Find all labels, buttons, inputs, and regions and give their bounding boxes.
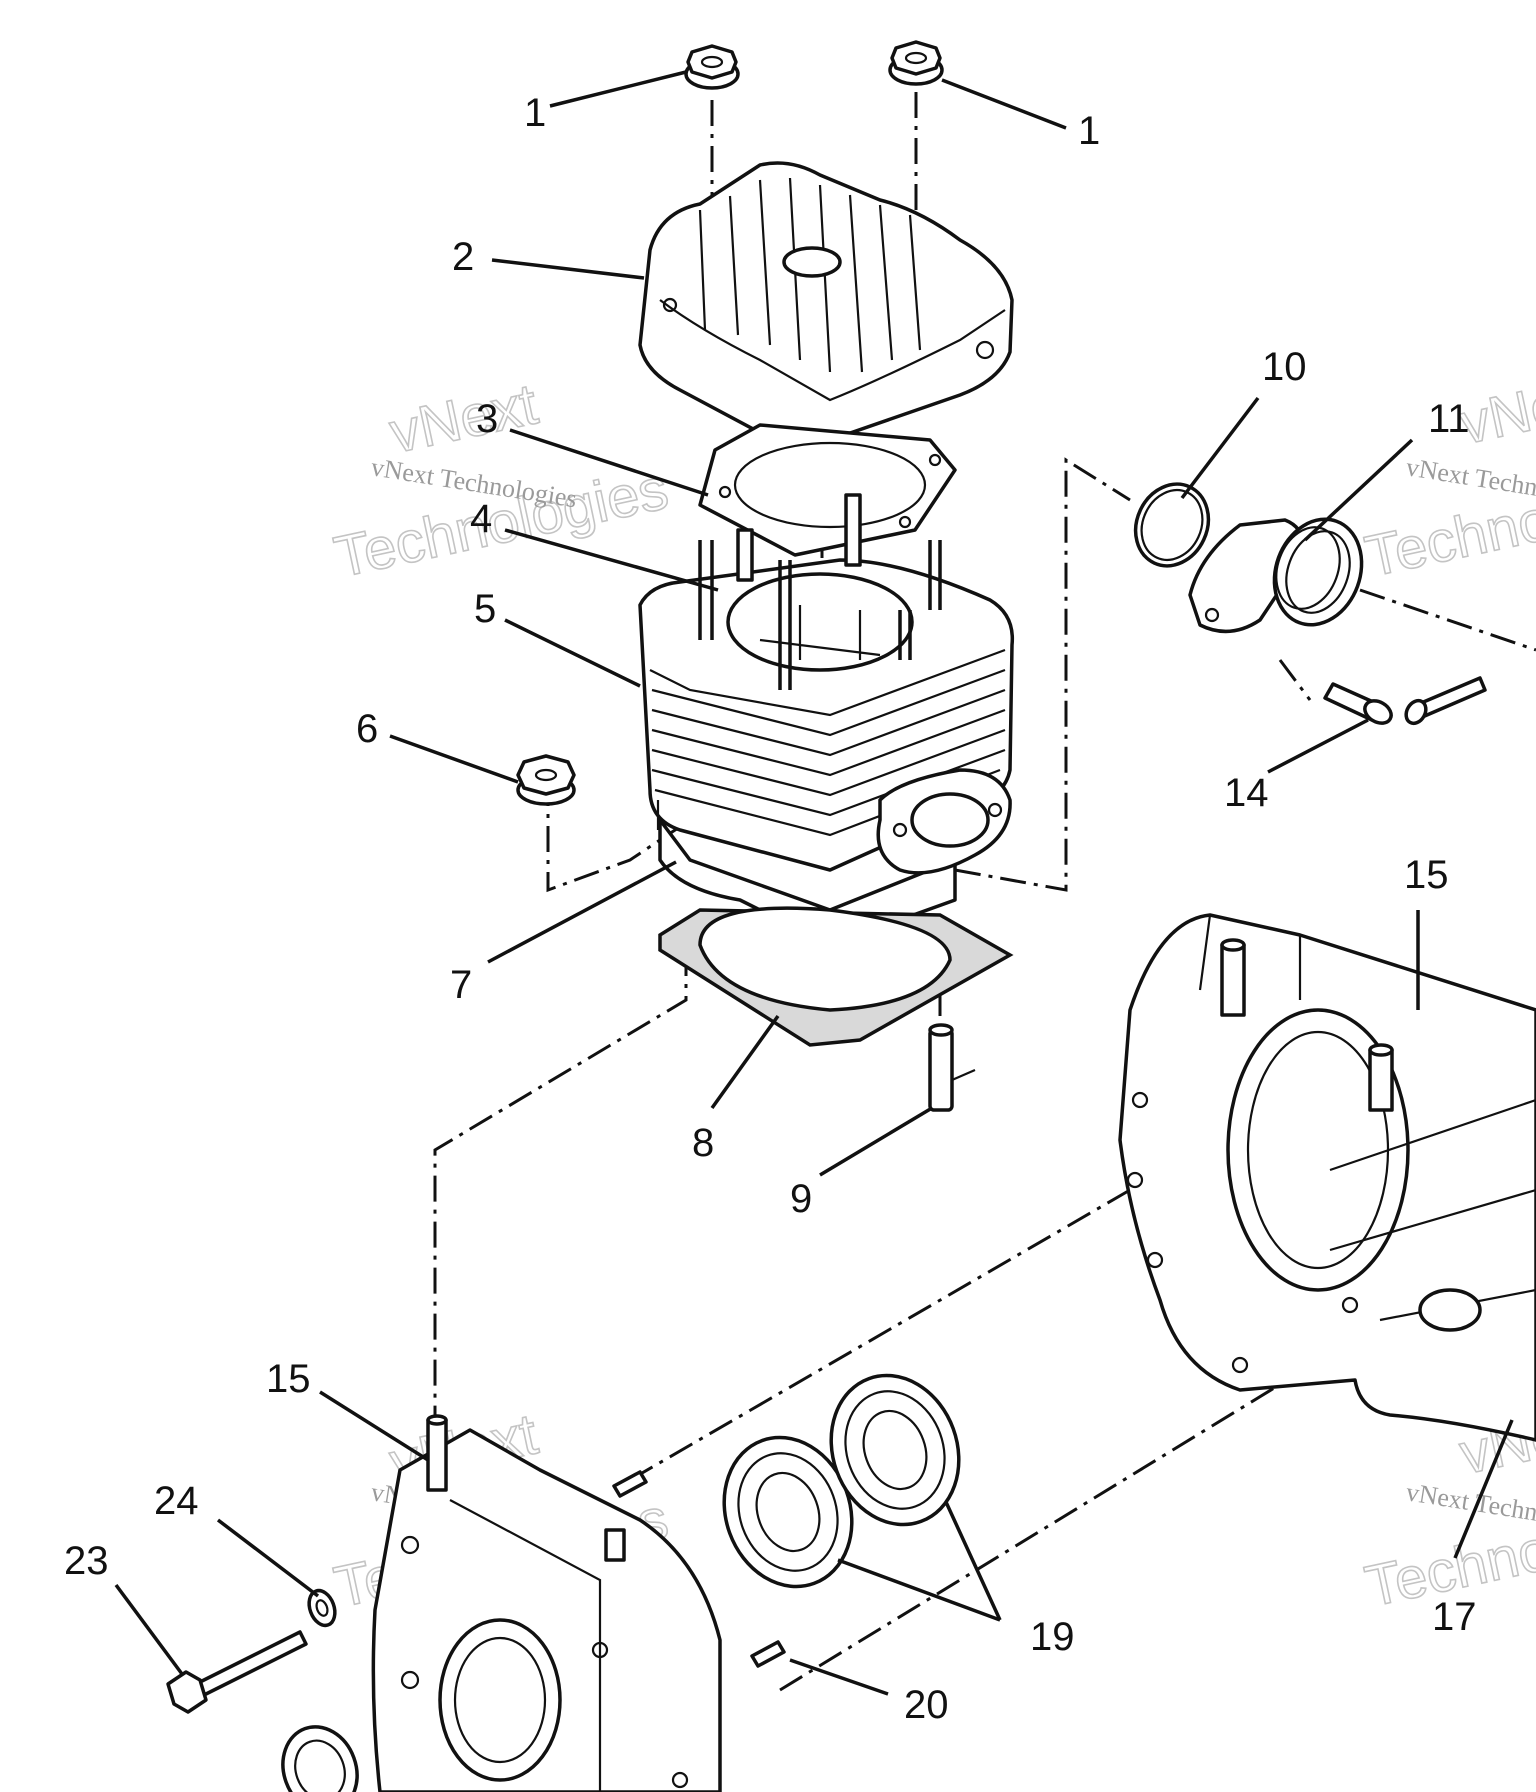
crank-seal bbox=[281, 1725, 359, 1792]
callout-14: 14 bbox=[1224, 771, 1269, 815]
callout-20: 20 bbox=[904, 1683, 949, 1727]
callout-2: 2 bbox=[452, 235, 474, 279]
callout-8: 8 bbox=[692, 1121, 714, 1165]
dowel-pin-upper bbox=[612, 1470, 648, 1498]
callout-24: 24 bbox=[154, 1479, 199, 1523]
callout-15-right: 15 bbox=[1404, 853, 1449, 897]
head-gasket bbox=[698, 423, 957, 557]
case-washer bbox=[307, 1588, 337, 1628]
intake-manifold bbox=[1188, 517, 1364, 634]
callout-17: 17 bbox=[1432, 1595, 1477, 1639]
cylinder-head bbox=[638, 161, 1014, 446]
svg-text:vNext: vNext bbox=[384, 371, 543, 465]
callout-7: 7 bbox=[450, 963, 472, 1007]
watermark-top-left: vNext Technologies bbox=[328, 371, 674, 591]
callout-11: 11 bbox=[1428, 397, 1470, 441]
callout-6: 6 bbox=[356, 707, 378, 751]
dowel-pin-lower bbox=[750, 1640, 786, 1668]
flange-nut-side bbox=[516, 754, 576, 806]
callout-23: 23 bbox=[64, 1539, 109, 1583]
callout-5: 5 bbox=[474, 587, 496, 631]
base-gasket bbox=[658, 906, 1014, 1047]
crankcase-left-half bbox=[371, 1414, 722, 1792]
callout-4: 4 bbox=[470, 497, 492, 541]
manifold-bolt-right bbox=[1404, 676, 1487, 726]
leader-lines bbox=[114, 70, 1514, 1696]
manifold-bolt-left bbox=[1323, 682, 1393, 725]
flange-nut-right bbox=[888, 40, 944, 86]
callout-19: 19 bbox=[1030, 1615, 1075, 1659]
callout-labels: 1 1 2 3 4 5 6 7 8 9 10 11 14 15 15 17 19… bbox=[64, 91, 1477, 1727]
main-bearing-rear bbox=[829, 1373, 961, 1527]
callout-9: 9 bbox=[790, 1177, 812, 1221]
callout-1-right: 1 bbox=[1078, 109, 1100, 153]
callout-1-left: 1 bbox=[524, 91, 546, 135]
cylinder-dowel bbox=[928, 1023, 976, 1112]
crankcase-right-half bbox=[1118, 913, 1536, 1442]
callout-10: 10 bbox=[1262, 345, 1307, 389]
callout-3: 3 bbox=[476, 397, 498, 441]
flange-nut-left bbox=[684, 44, 740, 90]
cylinder bbox=[638, 493, 1015, 947]
callout-15-left: 15 bbox=[266, 1357, 311, 1401]
case-bolt bbox=[166, 1630, 308, 1714]
